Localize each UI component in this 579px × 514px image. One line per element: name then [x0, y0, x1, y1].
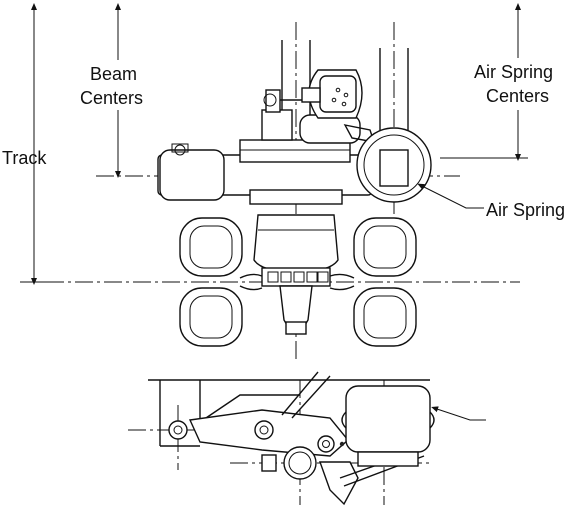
hub-connectors	[239, 273, 355, 291]
beam-centers-label-line1: Beam	[90, 64, 137, 84]
track-dimension	[20, 2, 60, 285]
wheel-lower-right	[353, 287, 417, 347]
pivot-bushing	[168, 420, 188, 440]
hub-assembly	[239, 89, 376, 205]
brake-chamber	[301, 69, 363, 119]
beam-centers-label-line2: Centers	[80, 88, 143, 108]
side-view	[128, 371, 486, 506]
side-air-spring-leader	[431, 406, 486, 421]
air-spring-centers-label-line1: Air Spring	[474, 62, 553, 82]
side-lower-bracket	[319, 461, 359, 506]
wheel-lower-left	[179, 287, 243, 347]
wheel-upper-right	[353, 217, 417, 277]
air-spring-centers-dimension	[440, 2, 528, 161]
air-spring-label: Air Spring	[486, 200, 565, 220]
air-spring-top	[356, 127, 432, 203]
air-spring-leader	[417, 183, 484, 209]
track-label: Track	[2, 148, 47, 168]
top-view	[20, 2, 528, 360]
axle-housing	[253, 214, 339, 335]
air-spring-side	[339, 385, 435, 467]
air-spring-centers-label-line2: Centers	[486, 86, 549, 106]
wheel-upper-left	[179, 217, 243, 277]
